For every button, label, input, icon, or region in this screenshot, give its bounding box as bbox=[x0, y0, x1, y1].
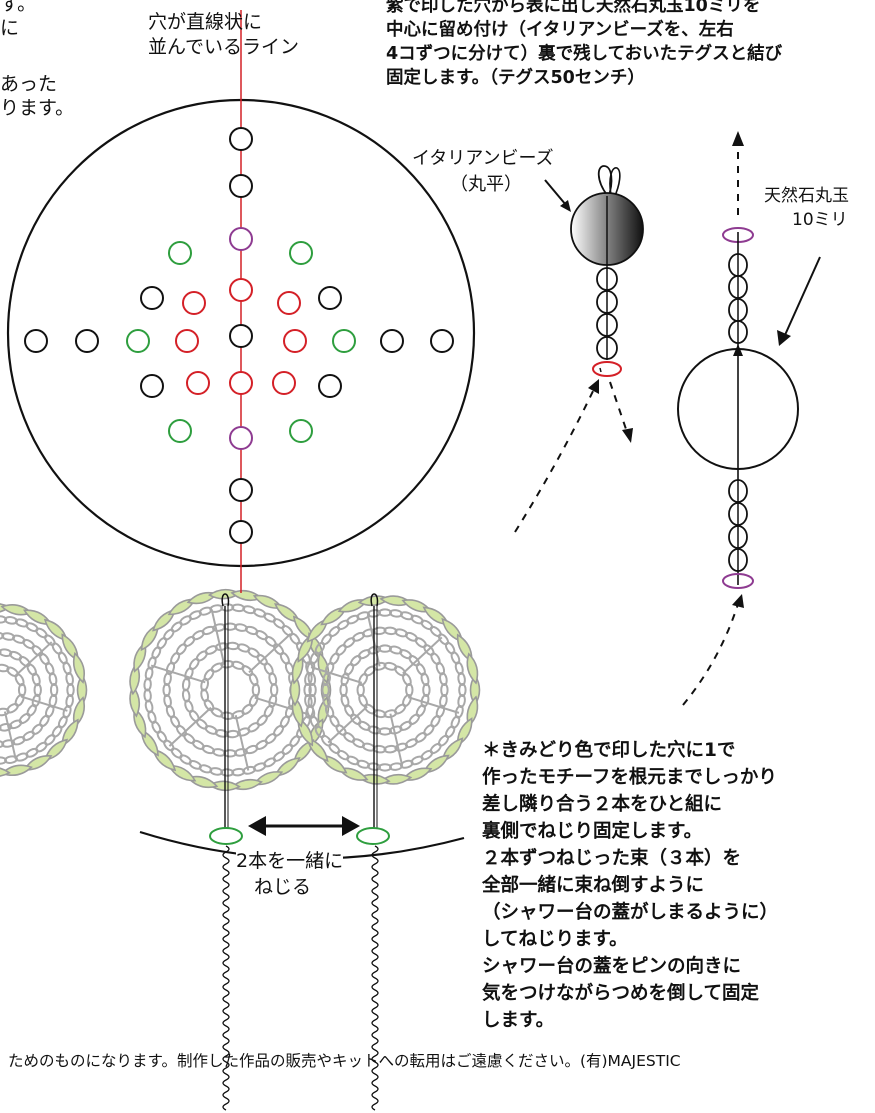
red-hole bbox=[283, 329, 307, 353]
instruction-line: 全部一緒に束ね倒すように bbox=[482, 875, 705, 896]
purple-hole bbox=[229, 426, 253, 450]
fragment-line: あった bbox=[0, 73, 58, 95]
twist-label-1: 2本を一緒に bbox=[236, 850, 344, 872]
fragment-line: す。 bbox=[0, 0, 37, 15]
black-hole bbox=[140, 286, 164, 310]
top-right-instructions: 紫で印した穴から表に出し天然石丸玉10ミリを 中心に留め付け（イタリアンビーズを… bbox=[386, 0, 782, 90]
flower-motif bbox=[0, 602, 88, 778]
green-hole bbox=[126, 329, 150, 353]
green-hole bbox=[168, 419, 192, 443]
black-hole bbox=[380, 329, 404, 353]
bead-chain-bottom bbox=[728, 479, 748, 572]
fragment-line: に bbox=[0, 17, 20, 39]
instruction-line: シャワー台の蓋をピンの向きに bbox=[482, 956, 742, 977]
instruction-line: 裏側でねじり固定します。 bbox=[482, 821, 703, 842]
black-hole bbox=[318, 374, 342, 398]
instruction-line: します。 bbox=[482, 1010, 555, 1031]
hole-pattern bbox=[24, 127, 454, 544]
black-hole bbox=[229, 520, 253, 544]
twist-label-2: ねじる bbox=[254, 876, 312, 898]
natural-stone-size: 10ミリ bbox=[792, 210, 848, 230]
instruction-line: 中心に留め付け（イタリアンビーズを、左右 bbox=[386, 20, 734, 40]
black-hole bbox=[229, 174, 253, 198]
natural-stone-assembly bbox=[677, 227, 799, 589]
instruction-line: 固定します。（テグス50センチ） bbox=[386, 68, 645, 88]
red-hole bbox=[182, 291, 206, 315]
red-hole bbox=[229, 278, 253, 302]
twisted-wire-right bbox=[371, 845, 379, 1111]
flower-motif bbox=[289, 595, 481, 785]
red-hole-marker bbox=[592, 361, 622, 377]
line-label: 穴が直線状に 並んでいるライン bbox=[148, 10, 299, 60]
arrows bbox=[514, 131, 821, 706]
green-hole bbox=[289, 241, 313, 265]
italian-beads-type: （丸平） bbox=[450, 174, 522, 195]
instruction-line: 作ったモチーフを根元までしっかり bbox=[482, 767, 777, 788]
instruction-line: 4コずつに分けて）裏で残しておいたテグスと結び bbox=[386, 44, 783, 64]
small-bead-chain bbox=[596, 267, 618, 360]
green-hole bbox=[289, 419, 313, 443]
purple-hole-bottom bbox=[722, 573, 754, 589]
footer-notice: ためのものになります。制作した作品の販売やキットへの転用はご遠慮ください。(有)… bbox=[8, 1052, 681, 1070]
red-hole bbox=[186, 371, 210, 395]
italian-bead-assembly bbox=[570, 165, 644, 377]
instruction-line: （シャワー台の蓋がしまるように） bbox=[482, 902, 779, 923]
red-hole bbox=[277, 291, 301, 315]
instruction-line: 気をつけながらつめを倒して固定 bbox=[482, 983, 759, 1004]
black-hole bbox=[75, 329, 99, 353]
natural-stone-name: 天然石丸玉 bbox=[764, 186, 849, 206]
fragment-line: ります。 bbox=[0, 97, 75, 119]
line-label-2: 並んでいるライン bbox=[148, 36, 300, 58]
black-hole bbox=[229, 127, 253, 151]
black-hole bbox=[318, 286, 342, 310]
instruction-line: ＊きみどり色で印した穴に1で bbox=[482, 740, 736, 761]
instruction-line: 差し隣り合う２本をひと組に bbox=[482, 794, 722, 815]
green-hole bbox=[168, 241, 192, 265]
purple-hole bbox=[229, 227, 253, 251]
bead-chain-top bbox=[728, 253, 748, 344]
twisted-wire-left bbox=[222, 845, 230, 1111]
instruction-line: してねじります。 bbox=[482, 929, 628, 950]
red-hole bbox=[272, 371, 296, 395]
twisted-wires bbox=[221, 593, 379, 1111]
italian-beads-name: イタリアンビーズ bbox=[412, 148, 554, 169]
black-hole bbox=[430, 329, 454, 353]
italian-beads-label: イタリアンビーズ （丸平） bbox=[412, 146, 554, 198]
green-hole bbox=[332, 329, 356, 353]
green-hole-right bbox=[356, 827, 390, 845]
bottom-instructions: ＊きみどり色で印した穴に1で 作ったモチーフを根元までしっかり 差し隣り合う２本… bbox=[482, 737, 778, 1034]
natural-stone-label: 天然石丸玉 10ミリ bbox=[764, 184, 849, 232]
red-hole bbox=[229, 371, 253, 395]
black-hole bbox=[24, 329, 48, 353]
black-hole bbox=[229, 478, 253, 502]
instruction-line: 紫で印した穴から表に出し天然石丸玉10ミリを bbox=[386, 0, 761, 16]
green-hole-left bbox=[209, 827, 243, 845]
twist-label: 2本を一緒に ねじる bbox=[236, 848, 344, 900]
flower-motifs bbox=[0, 588, 481, 792]
twist-arrow bbox=[248, 816, 360, 836]
red-hole bbox=[175, 329, 199, 353]
instruction-line: ２本ずつねじった束（３本）を bbox=[482, 848, 742, 869]
black-hole bbox=[229, 324, 253, 348]
line-label-1: 穴が直線状に bbox=[148, 11, 263, 33]
black-hole bbox=[140, 374, 164, 398]
